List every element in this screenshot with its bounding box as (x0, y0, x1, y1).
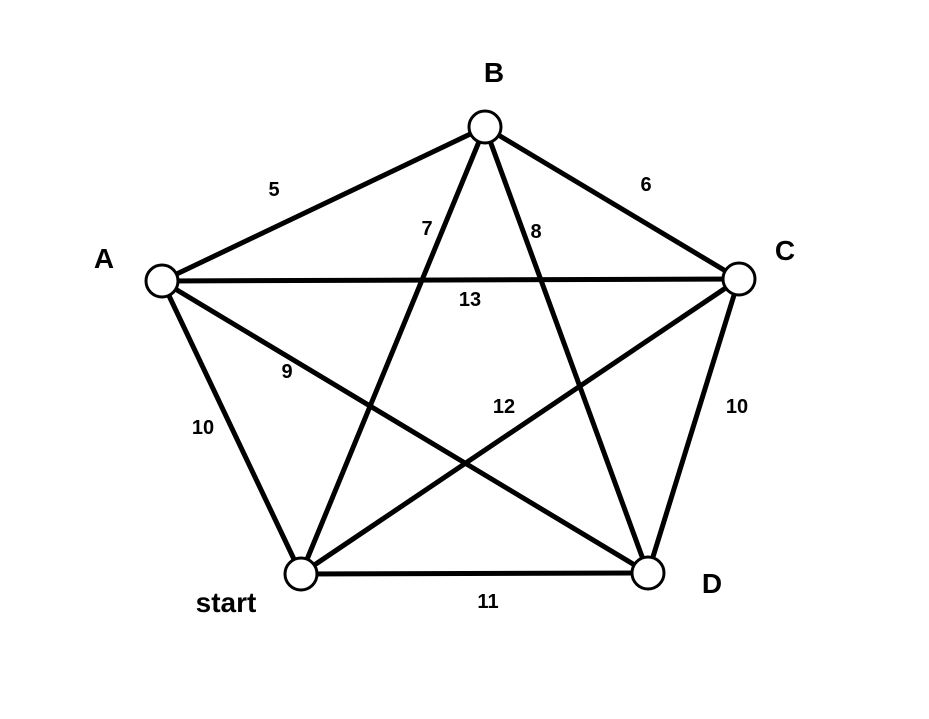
edge-weight-B-D: 8 (530, 221, 541, 243)
edge-start-D (298, 570, 651, 577)
edge-weight-start-D: 11 (477, 591, 498, 613)
node-label-D: D (702, 568, 722, 599)
edge-weight-A-start: 10 (192, 417, 214, 439)
node-label-start: start (196, 587, 257, 618)
edge-weight-A-B: 5 (268, 179, 279, 201)
node-label-A: A (94, 243, 114, 274)
edge-B-start (298, 124, 488, 577)
node-D (630, 555, 666, 591)
node-B (467, 109, 503, 145)
node-label-B: B (484, 57, 504, 88)
edge-A-B (159, 124, 488, 284)
node-start (283, 556, 319, 592)
edge-C-D (645, 276, 742, 576)
edge-weights-layer: 5 6 7 8 13 9 10 12 10 11 (192, 174, 748, 613)
node-C (721, 261, 757, 297)
edge-weight-B-C: 6 (640, 174, 651, 196)
node-A (144, 263, 180, 299)
edge-weight-C-start: 12 (493, 396, 515, 418)
nodes-layer (144, 109, 757, 592)
edge-A-start (159, 278, 304, 577)
edge-weight-B-start: 7 (421, 218, 432, 240)
edge-A-C (159, 276, 742, 284)
edge-weight-A-D: 9 (281, 361, 292, 383)
edge-weight-C-D: 10 (726, 396, 748, 418)
edge-A-D (159, 278, 651, 576)
edge-B-D (482, 124, 651, 576)
edges-layer (159, 124, 742, 577)
node-label-C: C (775, 235, 795, 266)
edge-C-start (298, 276, 742, 577)
edge-weight-A-C: 13 (459, 289, 481, 311)
edge-B-C (482, 124, 742, 282)
node-labels-layer: A B C D start (94, 57, 795, 618)
